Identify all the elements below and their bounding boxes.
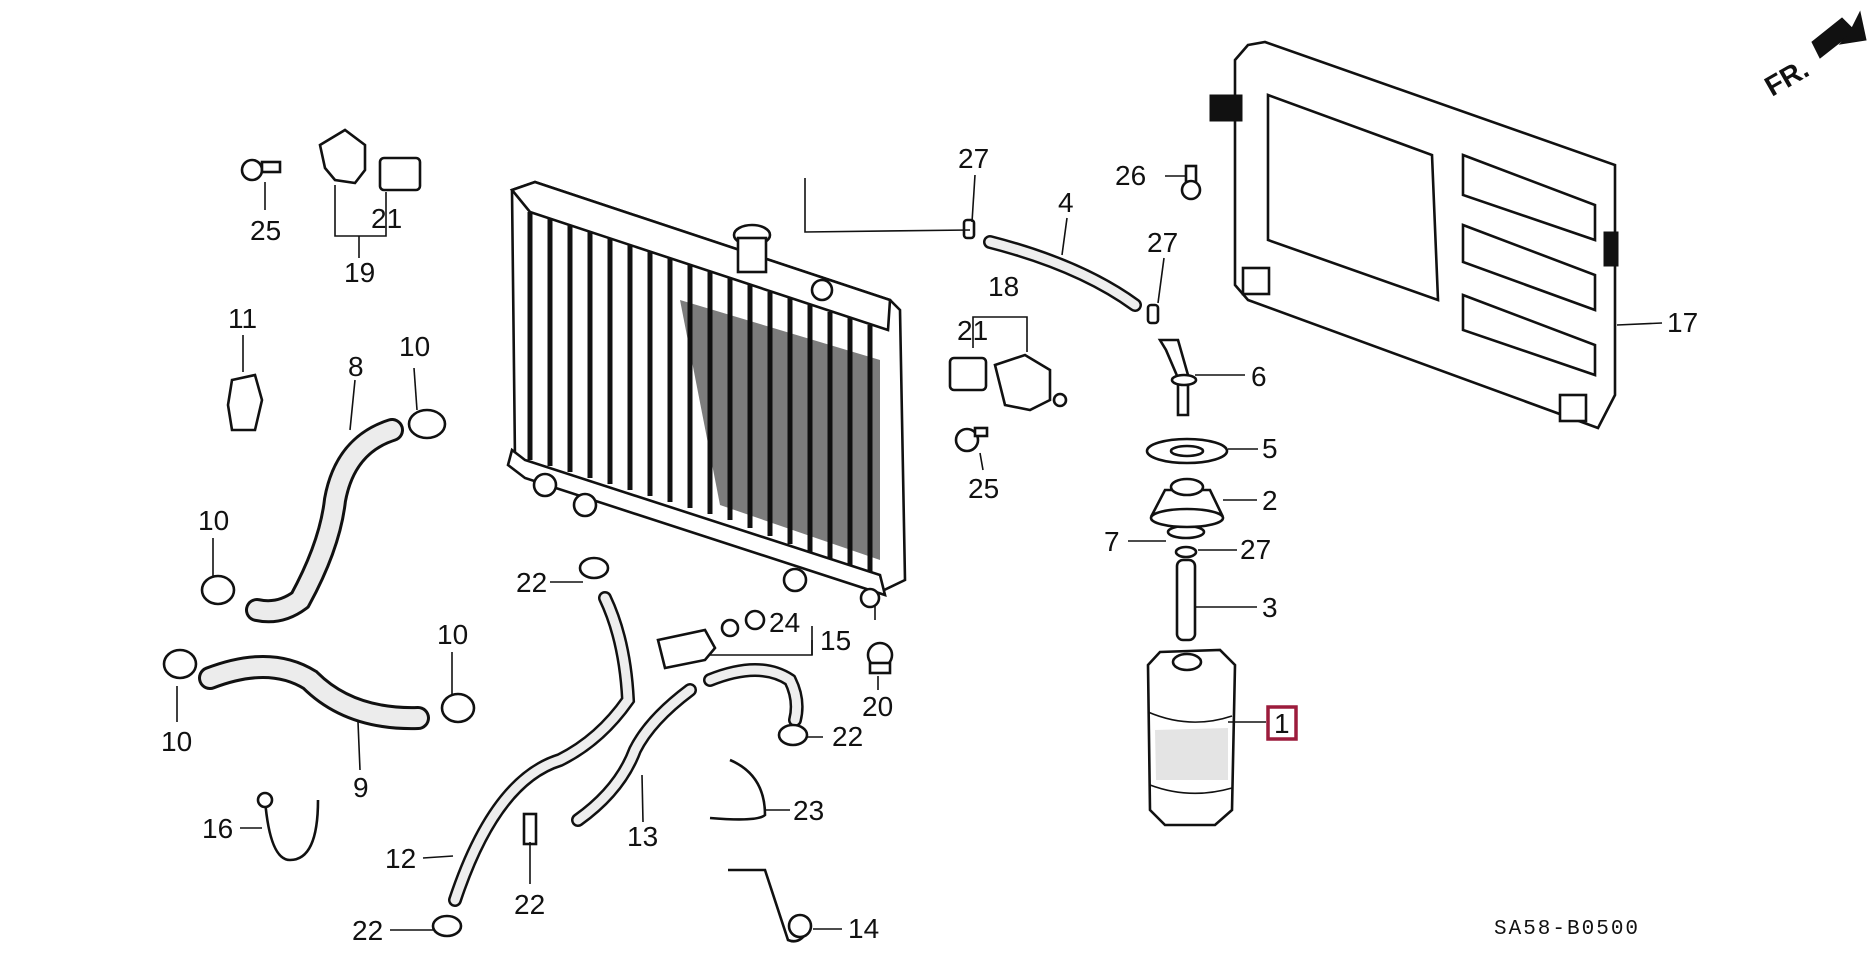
callout-25-top: 25 (250, 215, 281, 246)
callout-25-center: 25 (968, 473, 999, 504)
relay-bracket-18 (993, 353, 1068, 412)
direction-label: FR. (1759, 53, 1814, 102)
callout-20: 20 (862, 691, 893, 722)
o-ring-and-clip (1166, 524, 1206, 559)
callout-24: 24 (769, 607, 800, 638)
reserve-tank (1146, 648, 1237, 827)
callout-7: 7 (1104, 526, 1120, 557)
tube-3 (1175, 558, 1197, 642)
drawing-code: SA58-B0500 (1494, 918, 1640, 941)
callout-27-top: 27 (958, 143, 989, 174)
callout-18: 18 (988, 271, 1019, 302)
bolt-25-top (240, 158, 282, 182)
callout-labels: 27 26 4 27 17 6 5 2 7 27 3 1 18 21 25 25… (161, 143, 1698, 946)
hose-clamp (162, 408, 476, 724)
callout-8: 8 (348, 351, 364, 382)
callout-6: 6 (1251, 361, 1267, 392)
reservoir-cap-2 (1149, 477, 1225, 529)
clamp-16 (263, 799, 320, 862)
callout-10-upper-left: 10 (198, 505, 229, 536)
callout-5: 5 (1262, 433, 1278, 464)
relay-21-center (948, 356, 988, 392)
callout-22-right: 22 (832, 721, 863, 752)
callout-21-center: 21 (957, 315, 988, 346)
callout-21-top: 21 (371, 203, 402, 234)
relay-bracket-19 (318, 128, 367, 185)
callout-9: 9 (353, 772, 369, 803)
washer-5 (1145, 437, 1229, 465)
callout-1-highlight-box (1266, 705, 1298, 741)
callout-22-lower: 22 (514, 889, 545, 920)
callout-14: 14 (848, 913, 879, 944)
callout-2: 2 (1262, 485, 1278, 516)
callout-23: 23 (793, 795, 824, 826)
joint-6 (1157, 338, 1198, 417)
callout-4: 4 (1058, 187, 1074, 218)
callout-10-lower-left: 10 (161, 726, 192, 757)
callout-3: 3 (1262, 592, 1278, 623)
bolt-26 (1180, 164, 1202, 201)
callout-10-lower-right: 10 (437, 619, 468, 650)
callout-11: 11 (228, 303, 257, 334)
callout-17: 17 (1667, 307, 1698, 338)
callout-26: 26 (1115, 160, 1146, 191)
leader-lines (176, 174, 1663, 931)
callout-27-low: 27 (1240, 534, 1271, 565)
hose-clip-11 (226, 373, 264, 432)
callout-19: 19 (344, 257, 375, 288)
callout-16: 16 (202, 813, 233, 844)
clip-22 (431, 556, 809, 938)
callout-13: 13 (627, 821, 658, 852)
callout-1: 1 (1274, 708, 1290, 739)
relay-21-top (378, 156, 422, 192)
callout-22-upper: 22 (516, 567, 547, 598)
thermo-switch (656, 609, 766, 670)
fan-shroud-panel (1209, 40, 1619, 430)
callout-15: 15 (820, 625, 851, 656)
callout-22-bottom: 22 (352, 915, 383, 946)
callout-12: 12 (385, 843, 416, 874)
bolt-25-center (954, 426, 989, 453)
hose-12 (448, 591, 636, 907)
clamp-23 (709, 758, 767, 821)
callout-27-mid: 27 (1147, 227, 1178, 258)
radiator (506, 180, 907, 620)
front-direction-arrow-icon (1811, 10, 1867, 59)
callout-10-upper-right: 10 (399, 331, 430, 362)
drain-plug-20 (866, 641, 894, 675)
